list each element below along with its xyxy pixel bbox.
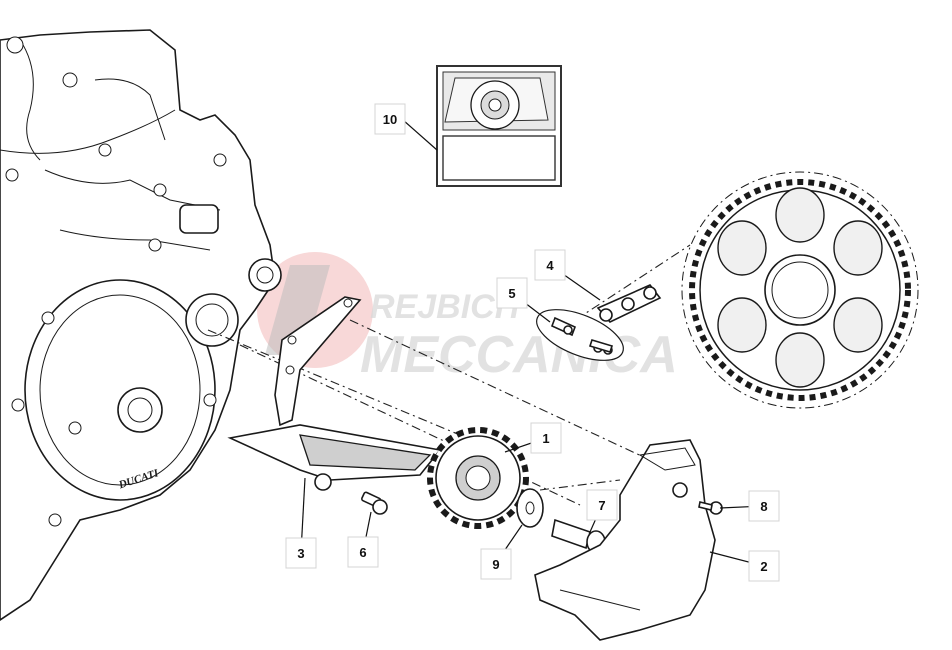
chain-guide-screw: [361, 491, 388, 515]
cover-screw: [698, 501, 723, 515]
callout-3: 3: [285, 537, 317, 569]
watermark-logo-slash: [265, 265, 330, 355]
rear-sprocket: [681, 171, 919, 409]
callout-9: 9: [480, 548, 512, 580]
callout-7-label: 7: [598, 498, 605, 513]
callout-4: 4: [534, 249, 566, 281]
callout-2: 2: [748, 550, 780, 582]
callout-7: 7: [586, 489, 618, 521]
callout-2-label: 2: [760, 559, 767, 574]
callout-5-label: 5: [508, 286, 515, 301]
engine-case: DUCATI: [0, 29, 282, 621]
watermark-line2: MECCANICA: [360, 326, 678, 384]
sprocket-cover: [534, 439, 716, 641]
callout-3-label: 3: [297, 546, 304, 561]
callout-4-label: 4: [546, 258, 554, 273]
chain-link: [596, 284, 662, 323]
callout-8-label: 8: [760, 499, 767, 514]
callout-1: 1: [530, 422, 562, 454]
callout-6: 6: [347, 536, 379, 568]
front-sprocket: [427, 427, 529, 529]
sprocket-kit-box: [436, 65, 562, 187]
callout-10-label: 10: [383, 112, 397, 127]
callout-5: 5: [496, 277, 528, 309]
watermark-line1: REJBICH: [370, 288, 521, 326]
chain-guide: [227, 296, 442, 491]
callout-6-label: 6: [359, 545, 366, 560]
callout-10: 10: [374, 103, 406, 135]
callout-8: 8: [748, 490, 780, 522]
callout-9-label: 9: [492, 557, 499, 572]
master-link-kit: [536, 309, 624, 361]
sprocket-washer: [516, 488, 544, 528]
callout-1-label: 1: [542, 431, 549, 446]
